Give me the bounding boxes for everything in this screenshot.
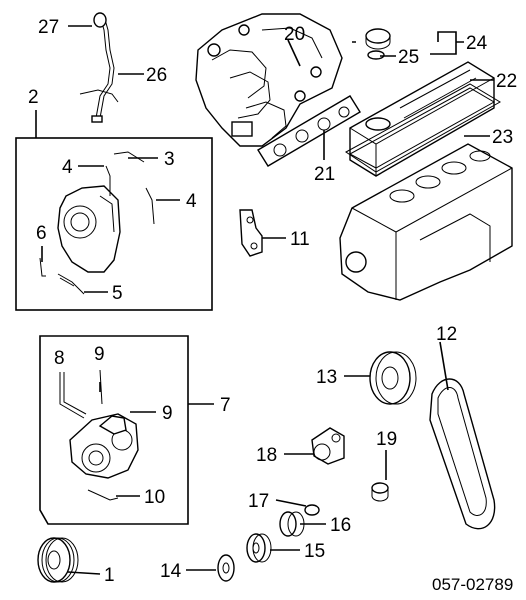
lower-cover-group-box bbox=[39, 335, 189, 525]
label-13: 13 bbox=[316, 367, 337, 388]
label-9-top: 9 bbox=[94, 344, 105, 365]
dipstick-assembly bbox=[79, 12, 119, 123]
label-22: 22 bbox=[496, 71, 517, 92]
label-4-top: 4 bbox=[62, 157, 73, 178]
label-23: 23 bbox=[492, 127, 513, 148]
leader-lines bbox=[35, 25, 494, 575]
label-3: 3 bbox=[164, 149, 175, 170]
label-8: 8 bbox=[54, 348, 65, 369]
label-27: 27 bbox=[38, 17, 59, 38]
flange-washer bbox=[217, 554, 235, 582]
lower-cover-seals bbox=[59, 369, 119, 501]
label-21: 21 bbox=[314, 164, 335, 185]
label-14: 14 bbox=[160, 561, 182, 582]
idler-pulley bbox=[279, 504, 320, 537]
timing-belt bbox=[429, 378, 496, 530]
label-11: 11 bbox=[290, 229, 310, 250]
part-labels: 27 26 2 3 4 4 6 5 20 21 24 25 22 23 11 8… bbox=[28, 17, 517, 594]
upper-cover-group-box bbox=[15, 137, 213, 311]
manifold-gasket bbox=[257, 95, 361, 167]
upper-timing-cover bbox=[57, 185, 121, 273]
label-7: 7 bbox=[220, 395, 231, 416]
catalog-code: 057-02789 bbox=[432, 575, 513, 594]
valve-cover-gasket bbox=[345, 83, 501, 173]
tensioner-spring bbox=[371, 482, 389, 502]
camshaft-sprocket bbox=[369, 351, 417, 405]
label-10: 10 bbox=[144, 487, 165, 508]
oil-cap bbox=[365, 28, 391, 60]
label-5: 5 bbox=[112, 283, 123, 304]
label-4-right: 4 bbox=[186, 191, 197, 212]
crank-sprocket bbox=[246, 533, 272, 563]
bracket bbox=[239, 209, 263, 257]
label-25: 25 bbox=[398, 47, 419, 68]
label-17: 17 bbox=[248, 491, 269, 512]
intake-manifold bbox=[195, 13, 343, 147]
label-24: 24 bbox=[466, 33, 488, 54]
engine-block bbox=[339, 143, 513, 301]
label-9-right: 9 bbox=[162, 403, 173, 424]
lower-timing-cover bbox=[69, 413, 139, 479]
label-1: 1 bbox=[104, 565, 115, 586]
label-16: 16 bbox=[330, 515, 351, 536]
label-18: 18 bbox=[256, 445, 277, 466]
label-12: 12 bbox=[436, 324, 457, 345]
belt-tensioner bbox=[311, 427, 345, 465]
label-15: 15 bbox=[304, 541, 325, 562]
label-26: 26 bbox=[146, 65, 167, 86]
crankshaft-pulley bbox=[37, 537, 79, 583]
label-2: 2 bbox=[28, 87, 39, 108]
label-6: 6 bbox=[36, 223, 47, 244]
label-20: 20 bbox=[284, 24, 305, 45]
label-19: 19 bbox=[376, 429, 397, 450]
